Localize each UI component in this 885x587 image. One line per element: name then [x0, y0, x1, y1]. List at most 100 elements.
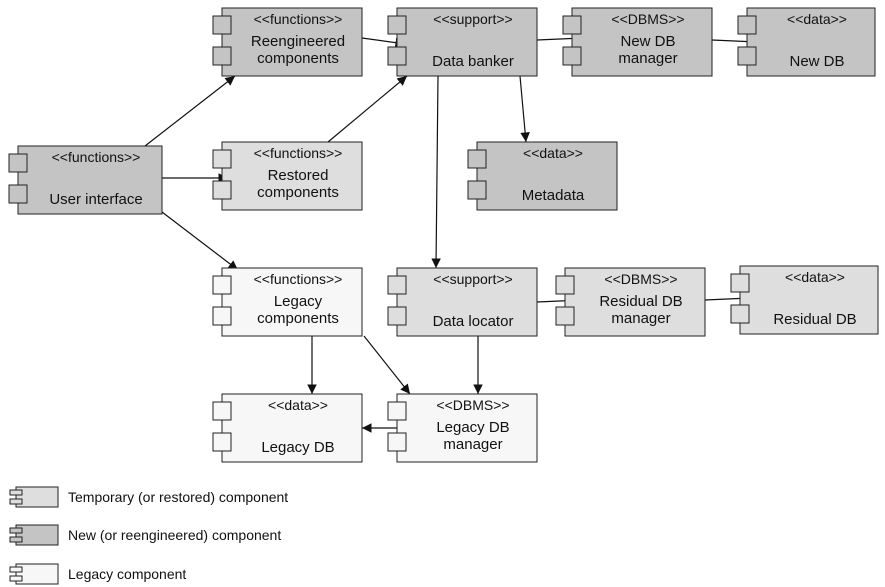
edge-user-interface-to-legacy-components: [161, 211, 239, 271]
component-name-line: Residual DB: [599, 293, 682, 310]
component-data-locator-lug-bottom: [387, 306, 407, 326]
component-name-line: Legacy DB: [261, 439, 334, 456]
component-data-banker-box: [396, 7, 538, 77]
legend-swatch-icon: [15, 486, 59, 508]
component-stereotype: <<DBMS>>: [604, 271, 677, 287]
legend-lug-bottom: [9, 536, 23, 543]
component-legacy-db-lug-top: [212, 401, 232, 421]
legend-label: New (or reengineered) component: [68, 527, 281, 543]
legend-lug-top: [9, 489, 23, 496]
component-data-locator-box: [396, 267, 538, 337]
component-stereotype: <<data>>: [787, 11, 847, 27]
component-new-db-lug-bottom: [737, 46, 757, 66]
legend-label: Legacy component: [68, 566, 186, 582]
component-metadata-box: [476, 141, 618, 211]
edge-data-banker-to-metadata: [519, 75, 530, 143]
component-legacy-db-manager-lug-bottom: [387, 432, 407, 452]
component-stereotype: <<functions>>: [52, 149, 141, 165]
component-legacy-db-manager-box: [396, 393, 538, 463]
component-metadata-lug-bottom: [467, 180, 487, 200]
component-user-interface-box: [17, 145, 163, 215]
component-reengineered-box: [221, 7, 363, 77]
component-legacy-db-manager-lug-top: [387, 401, 407, 421]
legend-lug-top: [9, 527, 23, 534]
component-data-banker-lug-bottom: [387, 46, 407, 66]
component-stereotype: <<support>>: [433, 271, 512, 287]
component-name-line: Data banker: [432, 53, 514, 70]
component-residual-db[interactable]: <<data>> Residual DB: [730, 265, 879, 335]
legend-lug-top: [9, 566, 23, 573]
component-user-interface-lug-bottom: [8, 184, 28, 204]
component-name-line: User interface: [49, 191, 142, 208]
component-new-db[interactable]: <<data>> New DB: [737, 7, 876, 77]
legend-item-new: New (or reengineered) component: [9, 524, 281, 546]
component-metadata[interactable]: <<data>> Metadata: [467, 141, 618, 211]
component-reengineered-lug-bottom: [212, 46, 232, 66]
component-stereotype: <<data>>: [268, 397, 328, 413]
component-name-line: manager: [618, 50, 677, 67]
legend-swatch-icon: [15, 524, 59, 546]
component-stereotype: <<support>>: [433, 11, 512, 27]
component-name-line: Legacy: [274, 293, 323, 310]
component-data-locator[interactable]: <<support>>Data locator: [387, 267, 538, 337]
edge-restored-to-data-banker: [327, 75, 408, 143]
component-name-line: New DB: [620, 33, 675, 50]
component-new-db-lug-top: [737, 15, 757, 35]
component-metadata-lug-top: [467, 149, 487, 169]
legend-lug-bottom: [9, 575, 23, 582]
component-stereotype: <<functions>>: [254, 145, 343, 161]
component-user-interface-lug-top: [8, 153, 28, 173]
component-name-line: manager: [443, 436, 502, 453]
component-name-line: Reengineered: [251, 33, 345, 50]
component-name-line: manager: [611, 310, 670, 327]
component-legacy-db[interactable]: <<data>> Legacy DB: [212, 393, 363, 463]
component-residual-db-lug-bottom: [730, 304, 750, 324]
legend-item-temporary: Temporary (or restored) component: [9, 486, 288, 508]
component-stereotype: <<data>>: [523, 145, 583, 161]
component-stereotype: <<data>>: [785, 269, 845, 285]
component-name-line: Residual DB: [773, 311, 856, 328]
component-name-line: New DB: [789, 53, 844, 70]
component-name-line: components: [257, 184, 339, 201]
component-residual-db-box: [739, 265, 879, 335]
component-legacy-components-lug-bottom: [212, 306, 232, 326]
component-residual-db-manager-lug-top: [555, 275, 575, 295]
component-stereotype: <<functions>>: [254, 271, 343, 287]
component-name-line: Restored: [268, 167, 329, 184]
component-legacy-components-lug-top: [212, 275, 232, 295]
component-residual-db-lug-top: [730, 273, 750, 293]
legend-label: Temporary (or restored) component: [68, 489, 288, 505]
component-legacy-db-box: [221, 393, 363, 463]
component-reengineered-lug-top: [212, 15, 232, 35]
legend-swatch-icon: [15, 563, 59, 585]
component-data-locator-lug-top: [387, 275, 407, 295]
component-residual-db-manager-lug-bottom: [555, 306, 575, 326]
component-legacy-db-lug-bottom: [212, 432, 232, 452]
component-data-banker[interactable]: <<support>> Data banker: [387, 7, 538, 77]
component-name-line: Metadata: [522, 187, 585, 204]
edge-user-interface-to-reengineered: [144, 75, 236, 147]
component-new-db-manager-box: [571, 7, 713, 77]
component-new-db-box: [746, 7, 876, 77]
component-restored-box: [221, 141, 363, 211]
nodes-layer: <<functions>>Reengineeredcomponents<<sup…: [8, 7, 879, 463]
component-stereotype: <<DBMS>>: [611, 11, 684, 27]
component-name-line: Legacy DB: [436, 419, 509, 436]
component-stereotype: <<functions>>: [254, 11, 343, 27]
component-name-line: components: [257, 310, 339, 327]
legend-lug-bottom: [9, 498, 23, 505]
component-data-banker-lug-top: [387, 15, 407, 35]
edge-data-banker-to-data-locator: [431, 75, 441, 269]
component-user-interface[interactable]: <<functions>> User interface: [8, 145, 163, 215]
component-residual-db-manager-box: [564, 267, 706, 337]
component-name-line: components: [257, 50, 339, 67]
component-restored-lug-top: [212, 149, 232, 169]
component-new-db-manager-lug-top: [562, 15, 582, 35]
